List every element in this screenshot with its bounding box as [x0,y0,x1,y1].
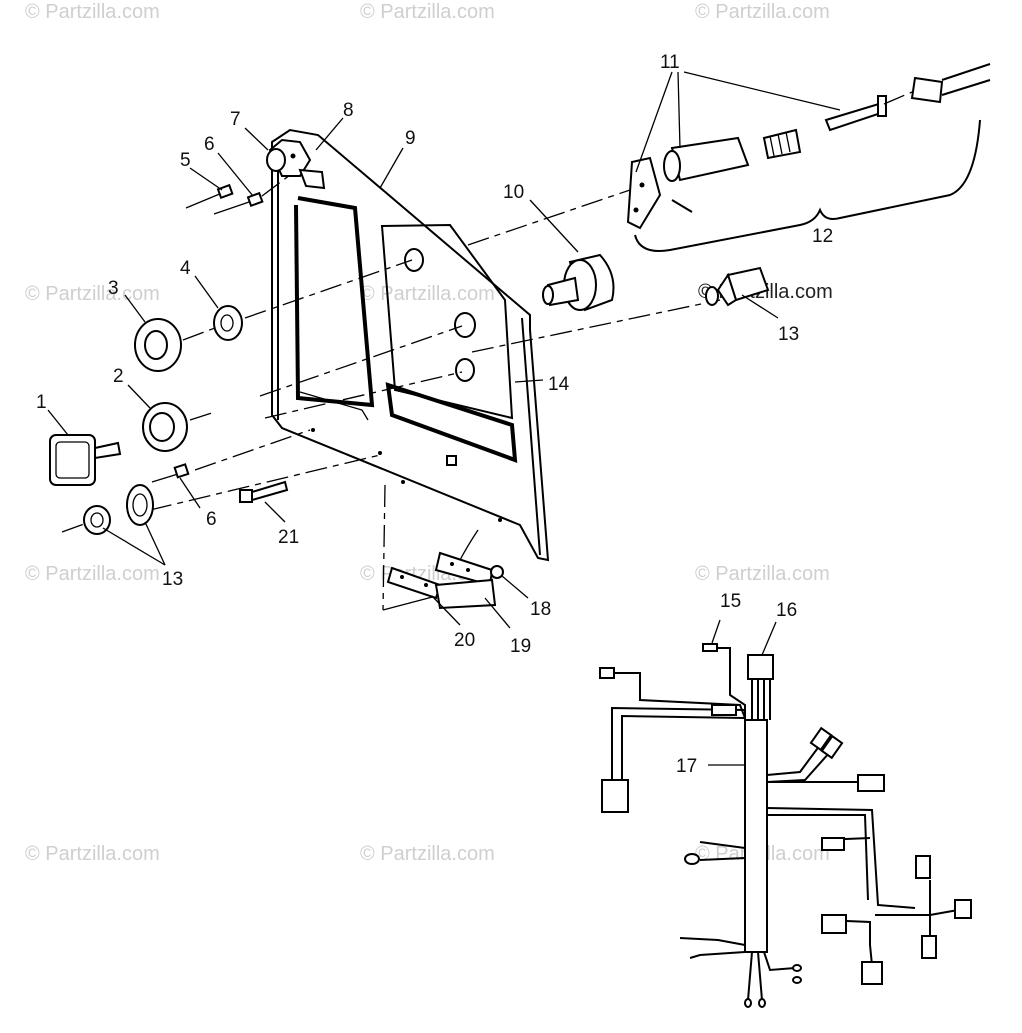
callout-18: 18 [530,599,551,620]
screws-top [185,174,291,215]
callout-7: 7 [230,109,241,130]
hex-nut [142,402,216,452]
callout-15: 15 [720,591,741,612]
callout-6-top: 6 [204,134,215,155]
callouts: 1 2 3 4 5 6 7 8 9 10 11 12 13 14 6 21 13… [36,52,833,777]
watermark: © Partzilla.com [360,283,495,305]
callout-6-lower: 6 [206,509,217,530]
ignition-key [49,434,122,486]
callout-14: 14 [548,374,570,395]
watermark: © Partzilla.com [360,1,495,23]
bolt [239,480,289,503]
callout-9: 9 [405,128,416,149]
watermark: © Partzilla.com [25,283,160,305]
watermark: © Partzilla.com [25,843,160,865]
callout-21: 21 [278,527,299,548]
wiring-harness [599,643,972,1008]
alignment-lines [149,189,721,611]
switch-nuts-left [61,484,154,535]
callout-20: 20 [454,630,475,651]
callout-13-left: 13 [162,569,183,590]
mount-bracket [266,138,326,190]
watermark: © Partzilla.com [360,843,495,865]
watermark: © Partzilla.com [695,1,830,23]
leader-lines [47,71,841,766]
callout-4: 4 [180,258,191,279]
toggle-switch [705,266,770,307]
callout-16: 16 [776,600,797,621]
callout-19: 19 [510,636,531,657]
screw-lower [151,463,190,483]
watermark: © Partzilla.com [25,563,160,585]
callout-11: 11 [660,52,680,73]
lock-washer [213,259,413,341]
callout-2: 2 [113,366,124,387]
callout-8: 8 [343,100,354,121]
lever-assembly [626,63,991,252]
callout-17: 17 [676,756,697,777]
callout-3: 3 [108,278,119,299]
callout-10: 10 [503,182,524,203]
callout-5: 5 [180,150,191,171]
watermark: © Partzilla.com [25,1,160,23]
ring-nut [134,318,216,372]
watermark: © Partzilla.com [695,563,830,585]
bracket-plates [386,529,504,610]
callout-1: 1 [36,392,47,413]
gauge [542,253,615,312]
callout-12: 12 [812,226,833,247]
callout-13-right: 13 [778,324,799,345]
dash-panel [271,128,550,562]
